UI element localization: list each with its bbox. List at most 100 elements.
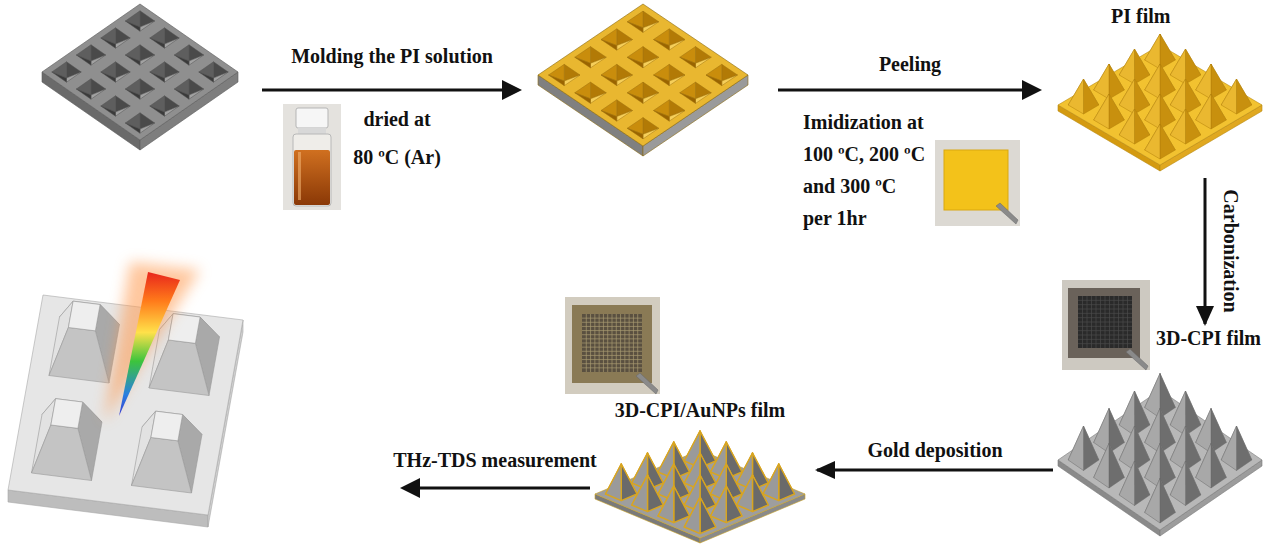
pit-face [617, 111, 633, 122]
pit-face [116, 38, 131, 48]
pyramid-face [1160, 409, 1175, 454]
pyramid-face [1211, 409, 1226, 454]
pyramid-face [1119, 49, 1134, 84]
pit-face [174, 89, 189, 99]
pit-face [165, 106, 180, 116]
frustum-top [68, 301, 100, 331]
vial-highlight [298, 152, 301, 200]
pit-face [67, 72, 82, 82]
pit-face [669, 40, 685, 51]
step-label: Molding the PI solution [291, 44, 493, 68]
pyramid-face [1094, 409, 1109, 454]
pyramid-face [1160, 374, 1175, 419]
pyramid-face [1170, 79, 1185, 114]
pit-face [199, 72, 214, 82]
pyramid-face [1160, 444, 1175, 489]
pyramid-face [1160, 34, 1175, 69]
frustum-face [49, 327, 109, 383]
pit-face [101, 38, 116, 48]
gold-film [572, 305, 652, 383]
film-grid [1078, 330, 1132, 331]
pit-face [706, 75, 722, 86]
pit-face [617, 40, 633, 51]
film-grid [1078, 343, 1132, 344]
pi-film-photo [935, 140, 1020, 226]
pyramid-face [1237, 79, 1252, 114]
film-grid [582, 355, 642, 356]
tweezer-tip [996, 203, 1018, 224]
pyramid-face [711, 486, 727, 523]
pit-face [643, 57, 659, 68]
frustum-top [51, 399, 83, 429]
vial-liquid [294, 150, 330, 205]
pit-face [654, 75, 670, 86]
film-grid [1078, 339, 1132, 340]
photo-ground [935, 140, 1020, 226]
pit-face [91, 55, 106, 65]
pyramid-face [726, 486, 742, 523]
film-grid [582, 347, 642, 348]
thz-measurement-figure [8, 262, 243, 527]
process-arrow [817, 469, 1053, 472]
photo-ground [565, 297, 660, 394]
film-grid [1114, 296, 1115, 348]
tweezer-tip [1126, 349, 1148, 370]
pyramid-face [1170, 461, 1185, 506]
process-arrows [262, 80, 1042, 498]
pyramid-face [1196, 64, 1211, 99]
pit-face [116, 72, 131, 82]
film-grid [1078, 335, 1132, 336]
pyramid-face [1145, 34, 1160, 69]
pyramid-face [1160, 64, 1175, 99]
film-grid [582, 351, 642, 352]
pit-face [125, 21, 140, 31]
film-grid [633, 314, 634, 372]
process-arrow [1204, 178, 1207, 324]
pit-face [654, 40, 670, 51]
pyramid-face [606, 464, 622, 501]
pyramid-face [1119, 79, 1134, 114]
pyramid-face [1211, 94, 1226, 129]
film-grid [637, 314, 638, 372]
pit-face [214, 72, 229, 82]
pit-face [549, 75, 565, 86]
process-arrow-line [418, 487, 590, 490]
pyramid-face [1160, 479, 1175, 524]
pyramid-face [684, 497, 700, 534]
pyramid-face [1135, 426, 1150, 471]
stage-node: PI film [1055, 4, 1265, 176]
pyramid-face [1196, 94, 1211, 129]
pyramid-face [1186, 391, 1201, 436]
pyramid-face [1186, 49, 1201, 84]
step-label: dried at 80 ºC (Ar) [352, 100, 442, 176]
film-grid [582, 343, 642, 344]
pyramid-face [1186, 461, 1201, 506]
pyramid-face [1094, 64, 1109, 99]
yellow-film [944, 150, 1008, 210]
pyramid-face [1145, 409, 1160, 454]
film-grid [624, 314, 625, 372]
pit-face [52, 72, 67, 82]
stage-node: 3D-CPI film [1055, 326, 1265, 544]
pyramid-face [1135, 109, 1150, 144]
pyramid-face [779, 464, 795, 501]
gold-film-core [582, 314, 642, 372]
arrow-head [1022, 80, 1042, 100]
coated-mold-figure [538, 4, 748, 156]
arrow-head [400, 478, 420, 498]
pyramid-face [1186, 426, 1201, 471]
pyramid-face [1119, 109, 1134, 144]
pit-face [189, 55, 204, 65]
carbon-film-core [1078, 296, 1132, 348]
pyramid-face [763, 464, 779, 501]
pit-face [643, 22, 659, 33]
stage-node: 3D-CPI/AuNPs film [585, 398, 815, 544]
node-heading: PI film [1111, 4, 1170, 28]
pit-face [575, 57, 591, 68]
pyramid-face [1119, 391, 1134, 436]
pit-face [125, 89, 140, 99]
pit-face [174, 55, 189, 65]
aunps-film-photo [565, 297, 660, 394]
